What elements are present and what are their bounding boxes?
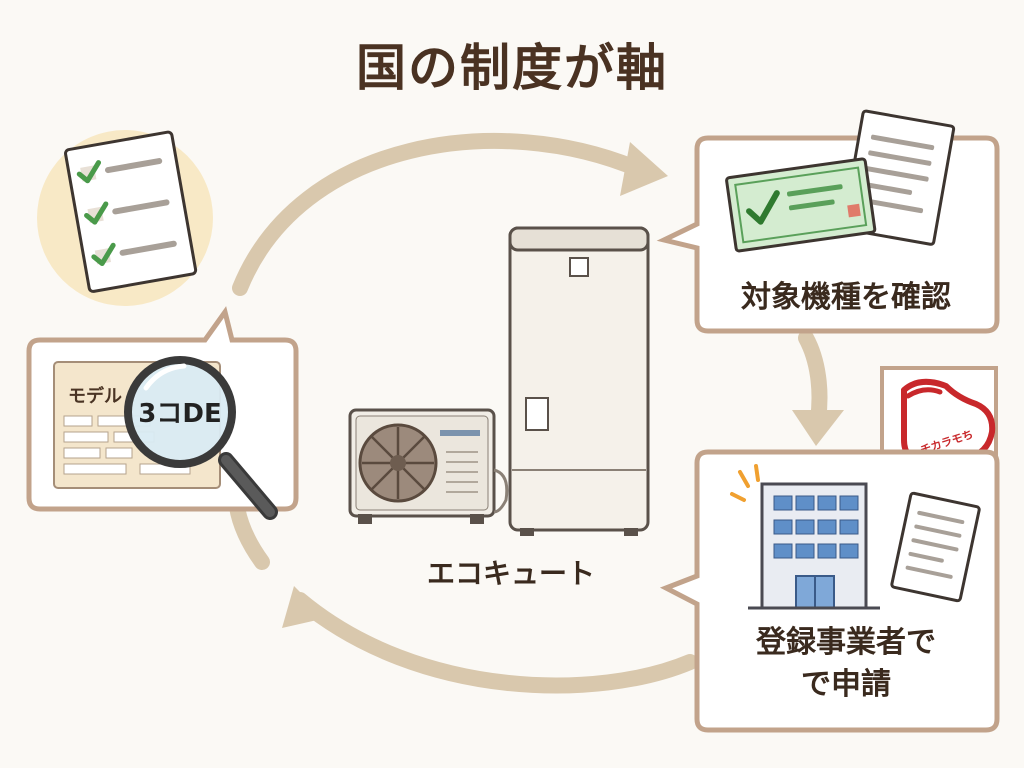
step-apply-label: 登録事業者で で申請: [700, 622, 992, 706]
arrow-top: [232, 133, 648, 296]
step-apply-line2: で申請: [801, 667, 891, 702]
arrow-right-down: [798, 330, 828, 428]
eco-cute-label: エコキュート: [426, 557, 595, 590]
office-building-icon: [730, 464, 880, 610]
arrowhead-bottom: [282, 586, 326, 628]
arrowhead-top: [620, 142, 668, 196]
step-apply-line1: 登録事業者で: [756, 625, 936, 660]
eco-cute-illustration: [348, 226, 650, 536]
step-confirm-label: 対象機種を確認: [741, 280, 951, 315]
certificate-icon: [725, 157, 877, 253]
arrow-bottom: [292, 592, 698, 694]
model-label: モデル: [68, 386, 122, 407]
form-document-icon: [890, 491, 981, 603]
arrowhead-right-down: [792, 410, 844, 446]
checklist-icon: [64, 130, 198, 293]
magnifier-text: 3コDE: [138, 399, 221, 429]
page-title: 国の制度が軸: [356, 39, 668, 97]
magnifier-icon: 3コDE: [124, 356, 278, 520]
